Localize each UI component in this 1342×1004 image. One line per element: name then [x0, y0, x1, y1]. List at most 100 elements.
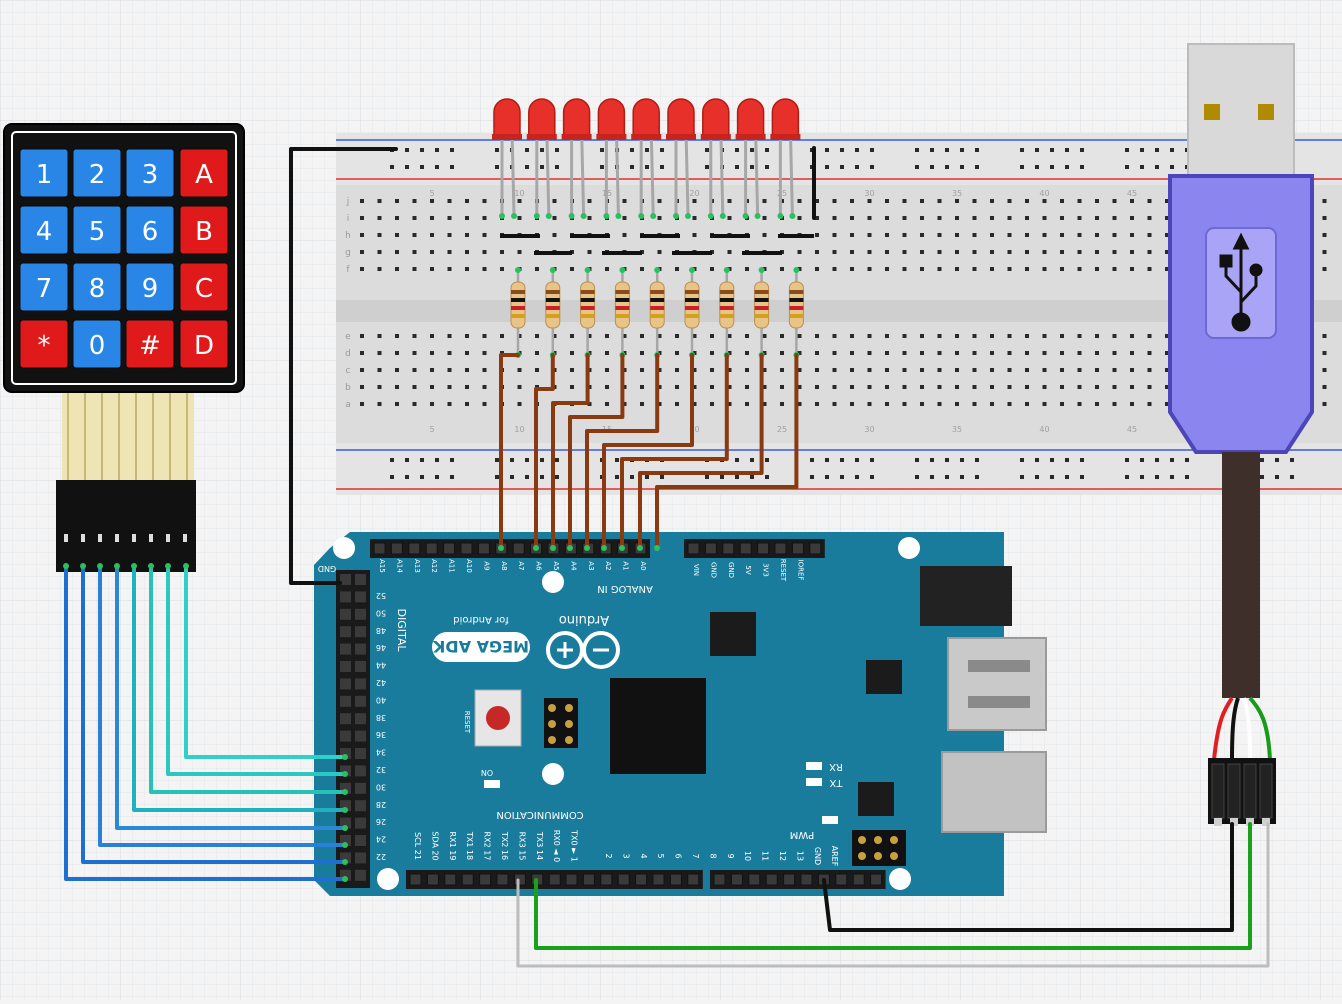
pwm-pin-label: 7 [691, 853, 700, 858]
digital-pin-label: 22 [376, 852, 386, 861]
analog-pin-label: A13 [413, 559, 421, 573]
analog-pin-label: A6 [535, 561, 543, 571]
keypad-key-label: 3 [142, 160, 159, 190]
keypad-key [179, 148, 229, 198]
keypad-key-label: D [194, 331, 214, 361]
wire-led-6 [602, 353, 694, 550]
digital-pin-label: 36 [376, 730, 386, 739]
comm-pin-label: SDA 20 [430, 831, 439, 860]
analog-pin-label: A5 [552, 561, 560, 570]
resistor [719, 281, 735, 329]
comm-pin-label: TX2 16 [500, 831, 509, 860]
wire-rx-green [534, 822, 1252, 950]
tx-label: TX [829, 777, 843, 788]
pwm-pin-label: GND [813, 847, 822, 865]
analog-pin-label: A4 [569, 561, 577, 571]
wire-led-7 [620, 353, 729, 550]
keypad-key [19, 205, 69, 255]
digital-pin-label: 24 [376, 835, 386, 844]
wire-keypad-4 [115, 564, 347, 830]
power-pin-label: 3V3 [762, 563, 770, 577]
arduino-logo [546, 631, 620, 669]
reset-label: RESET [463, 711, 471, 734]
analog-pin-label: A15 [378, 559, 386, 573]
pwm-pin-label: AREF [830, 846, 839, 867]
keypad-key [19, 319, 69, 369]
breadboard-col-number: 10 [514, 189, 524, 198]
analog-header-label: ANALOG IN [597, 583, 653, 594]
breadboard-col-number: 30 [864, 425, 874, 434]
wire-keypad-7 [166, 564, 347, 776]
keypad-key-label: A [195, 160, 213, 190]
wire-keypad-8 [184, 564, 347, 759]
comm-pin-label: RX2 17 [483, 832, 492, 861]
analog-pin-label: A0 [639, 561, 647, 570]
breadboard-col-number: 40 [1039, 425, 1049, 434]
analog-pin-label: A7 [517, 561, 525, 570]
analog-pin-label: A8 [500, 561, 508, 570]
breadboard-col-number: 20 [689, 189, 699, 198]
comm-pin-label: RX0 ◄ 0 [552, 830, 561, 862]
wire-gnd-usb-black [822, 822, 1234, 932]
wire-tx-white [516, 822, 1270, 968]
digital-pin-label: 46 [376, 643, 386, 652]
comm-pin-label: RX1 19 [448, 832, 457, 861]
usb-a-port [947, 637, 1047, 731]
wire-keypad-1 [64, 564, 347, 881]
wire-keypad-5 [132, 564, 347, 812]
wire-led-9 [655, 353, 799, 550]
digital-pin-label: 34 [376, 748, 386, 757]
pwm-label: PWM [790, 829, 815, 840]
comm-pin-label: RX3 15 [517, 832, 526, 861]
analog-pin-label: A14 [395, 559, 403, 573]
analog-pin-label: A1 [622, 561, 630, 570]
on-label: ON [481, 768, 493, 777]
analog-pin-label: A11 [448, 559, 456, 573]
resistor [545, 281, 561, 329]
analog-pin-label: A2 [604, 561, 612, 570]
wire-keypad-2 [81, 564, 347, 864]
digital-pin-label: 42 [376, 678, 386, 687]
breadboard-row-letter: h [345, 231, 351, 241]
wire-led-4 [568, 353, 625, 550]
keypad-key-label: 4 [36, 217, 53, 247]
led-red [736, 98, 765, 139]
usb-serial-adapter [1168, 43, 1314, 826]
digital-pin-label: 28 [376, 800, 386, 809]
wire-led-8 [638, 353, 764, 550]
usb-cable [1222, 452, 1260, 698]
keypad-key-label: 7 [36, 274, 53, 304]
keypad-key [72, 319, 122, 369]
communication-label: COMMUNICATION [496, 809, 583, 820]
power-pin-label: GND [727, 562, 735, 578]
pwm-pin-label: 3 [621, 853, 630, 858]
digital-pin-label: 26 [376, 817, 386, 826]
breadboard-row-letter: b [345, 383, 351, 393]
digital-pin-label: 50 [376, 608, 386, 617]
power-pin-label: RESET [779, 559, 787, 582]
pwm-pin-label: 4 [639, 853, 648, 858]
led-red [528, 98, 556, 139]
dc-jack [920, 566, 1012, 626]
rx-label: RX [829, 761, 843, 772]
pwm-pin-label: 8 [708, 853, 717, 858]
keypad-key [125, 205, 175, 255]
keypad-key-label: 5 [89, 217, 106, 247]
keypad-key [125, 319, 175, 369]
breadboard-col-number: 35 [952, 425, 962, 434]
led-red [702, 98, 730, 139]
digital-pin-label: 30 [376, 782, 386, 791]
led-red [632, 98, 660, 139]
resistor [649, 281, 665, 329]
pwm-pin-label: 13 [795, 851, 804, 861]
digital-pin-label: 38 [376, 713, 386, 722]
keypad-key [179, 205, 229, 255]
keypad-key-label: 2 [89, 160, 106, 190]
breadboard-row-letter: e [345, 332, 351, 342]
breadboard-row-letter: i [347, 214, 350, 224]
led-red [771, 98, 800, 139]
breadboard-col-number: 25 [777, 189, 787, 198]
brand-label: Arduino [559, 612, 609, 627]
wire-led-1 [499, 353, 520, 550]
